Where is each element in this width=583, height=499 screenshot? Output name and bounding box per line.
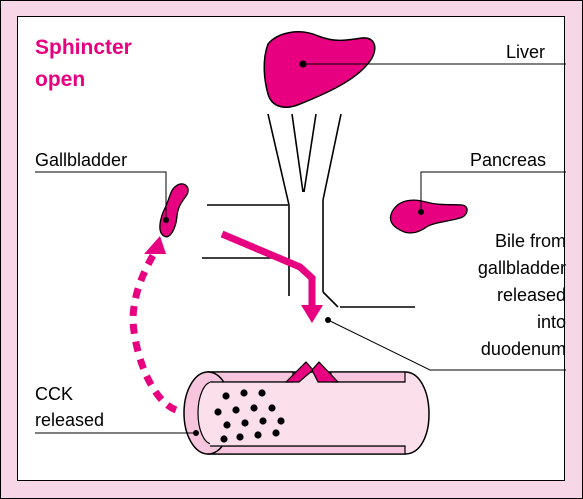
duodenum-top-wall-right <box>331 372 405 382</box>
cck-label-line1: CCK <box>35 384 73 405</box>
gallbladder-leader <box>35 172 166 220</box>
liver-label: Liver <box>506 42 545 63</box>
bile-label-line5: duodenum <box>481 339 566 360</box>
bile-flow-arrow <box>222 234 312 308</box>
bile-flow-arrowhead <box>301 305 323 323</box>
duodenum-bottom-wall <box>208 446 405 454</box>
gallbladder-label: Gallbladder <box>35 150 127 171</box>
bile-label-line1: Bile from <box>495 231 566 252</box>
duct-corner <box>323 292 338 307</box>
pancreas-label: Pancreas <box>470 150 546 171</box>
bile-label-line4: into <box>537 312 566 333</box>
cck-label-line2: released <box>35 410 104 431</box>
cck-dashed-arrow <box>133 252 176 410</box>
diagram-title: Sphincter open <box>35 32 185 96</box>
cck-arrowhead <box>144 236 166 254</box>
pancreas-shape <box>390 200 467 233</box>
gallbladder-shape <box>160 184 188 237</box>
liver-shape <box>264 32 375 107</box>
bile-label-line2: gallbladder <box>478 258 566 279</box>
bile-label-line3: released <box>497 285 566 306</box>
